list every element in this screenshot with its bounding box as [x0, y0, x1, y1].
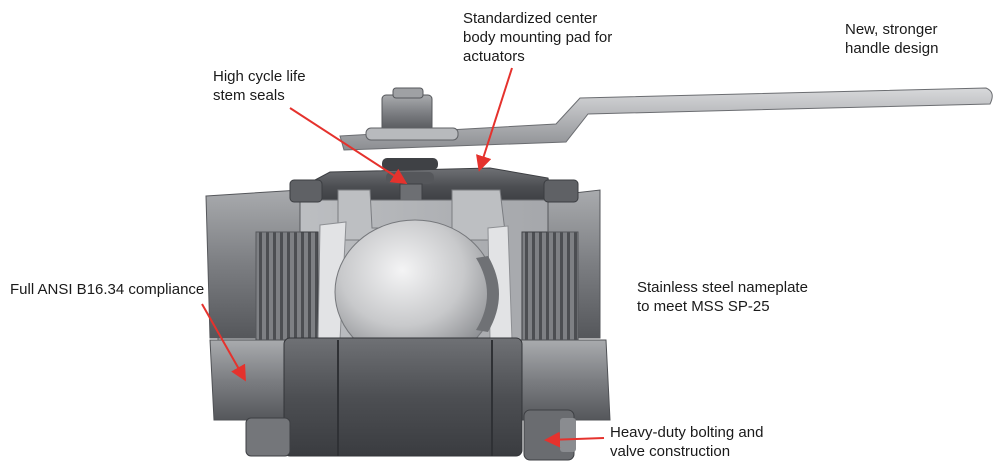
callout-bolting: Heavy-duty bolting and valve constructio… [610, 424, 764, 460]
callout-stem-seals: High cycle life stem seals [213, 68, 306, 104]
ball-bore-right [476, 256, 499, 332]
callout-nameplate: Stainless steel nameplate to meet MSS SP… [637, 279, 808, 315]
callout-center-body-mounting-pad: Standardized center body mounting pad fo… [463, 10, 613, 65]
right-threads [521, 231, 579, 341]
bolt-bottom-left [245, 417, 291, 457]
center-body [283, 337, 523, 457]
callout-ansi-compliance: Full ANSI B16.34 compliance [10, 281, 205, 298]
stem-seal-1 [382, 158, 438, 170]
right-flange [547, 189, 601, 339]
arrow-ansi [201, 303, 246, 382]
arrow-center-pad [476, 67, 513, 172]
arrow-stem-seals [289, 107, 408, 185]
stem-washer [365, 127, 459, 141]
left-threads [255, 231, 319, 341]
bolt-head-top-left [289, 179, 323, 203]
stem-nut-top [392, 87, 424, 99]
handle-bar [339, 87, 993, 151]
callout-handle-design: New, stronger handle design [845, 21, 939, 57]
stem-nut [381, 94, 433, 132]
arrow-bolting [544, 431, 605, 448]
bolt-head-top-right [543, 179, 579, 203]
